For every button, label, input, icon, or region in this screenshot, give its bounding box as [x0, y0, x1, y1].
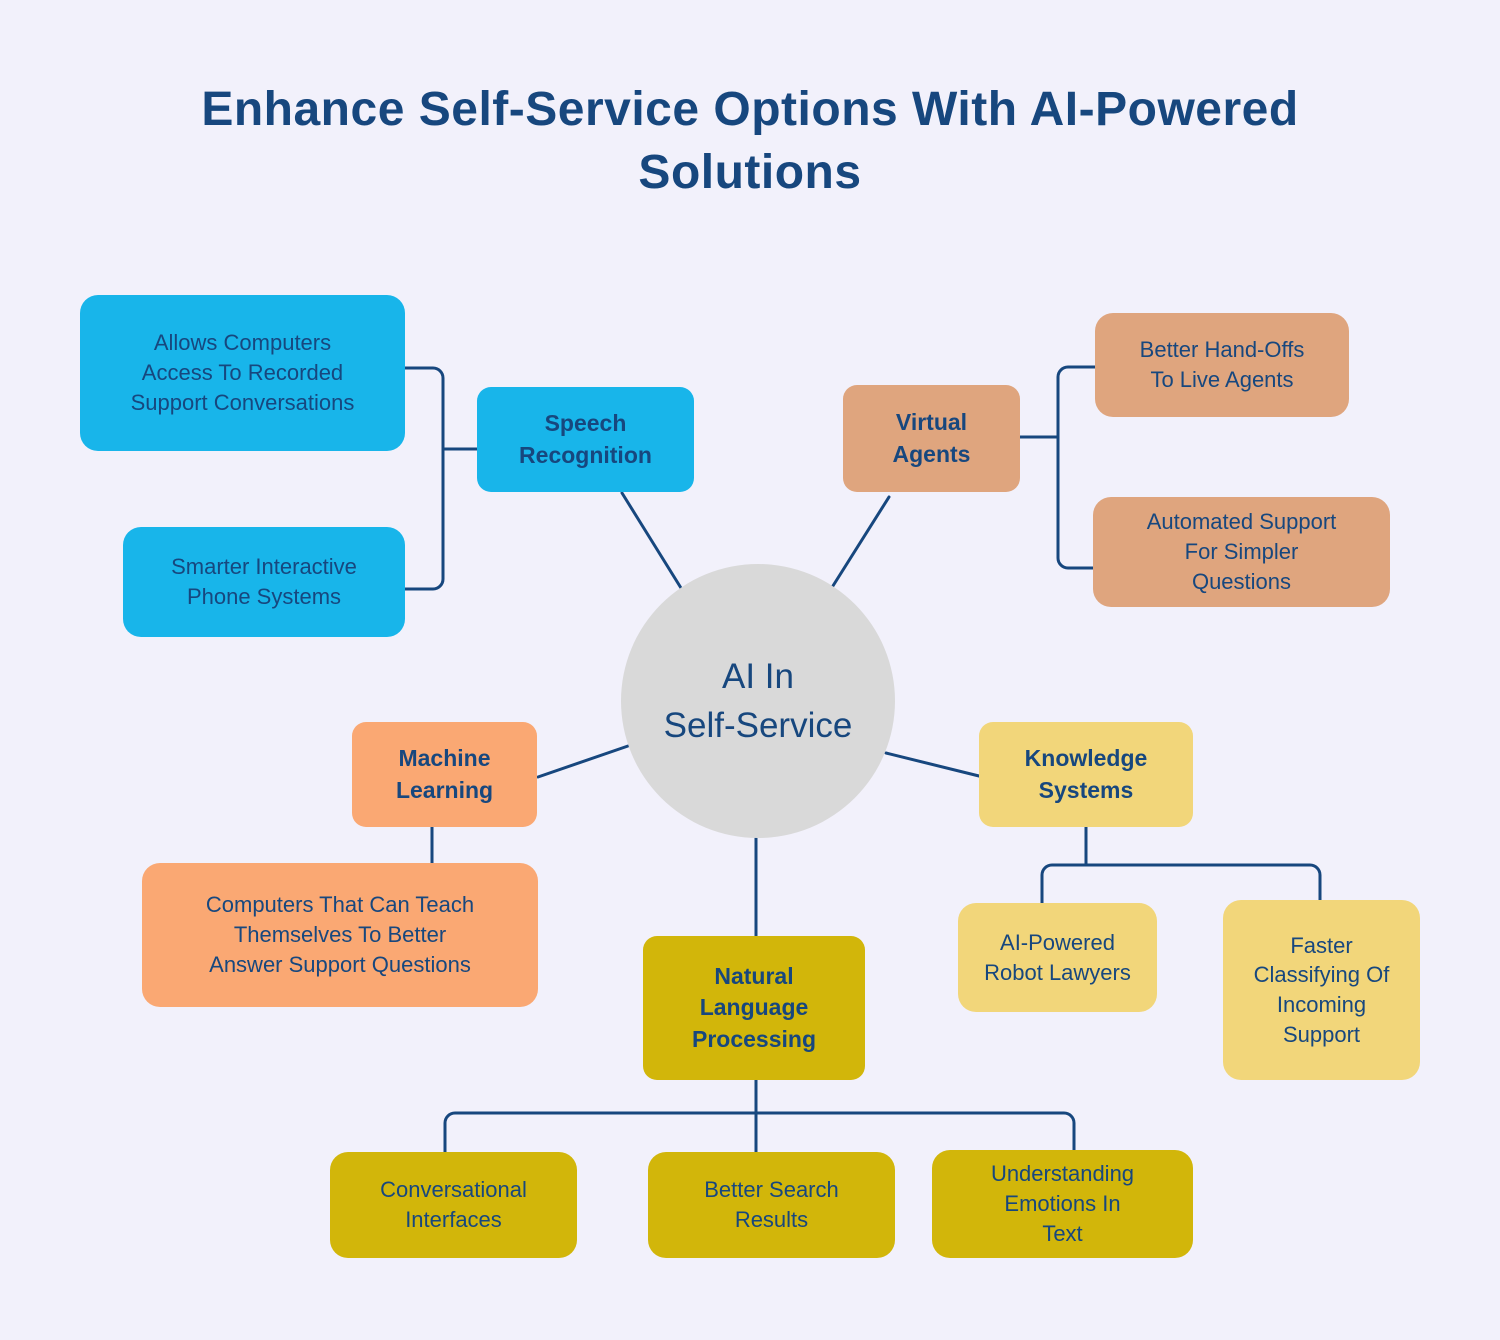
child-live-agent-handoffs: Better Hand-Offs To Live Agents — [1095, 313, 1349, 417]
connector-knowledge-radial — [884, 751, 981, 778]
connector-speech-radial — [620, 491, 683, 590]
child-self-teaching-computers: Computers That Can Teach Themselves To B… — [142, 863, 538, 1007]
connector-nlp-bracket — [443, 1111, 1076, 1154]
page-title: Enhance Self-Service Options With AI-Pow… — [201, 83, 1299, 200]
connector-speech-bracket — [403, 366, 445, 591]
child-robot-lawyers: AI-Powered Robot Lawyers — [958, 903, 1157, 1012]
child-faster-classifying: Faster Classifying Of Incoming Support — [1223, 900, 1420, 1080]
connector-virtual-bracket — [1056, 365, 1097, 570]
connector-virtual-radial — [829, 495, 891, 591]
connector-knowledge-bracket — [1040, 863, 1322, 906]
connector-machine-radial — [536, 744, 630, 779]
branch-natural-language-processing: Natural Language Processing — [643, 936, 865, 1080]
branch-machine-learning: Machine Learning — [352, 722, 537, 827]
branch-virtual-agents: Virtual Agents — [843, 385, 1020, 492]
child-conversational-interfaces: Conversational Interfaces — [330, 1152, 577, 1258]
child-phone-systems: Smarter Interactive Phone Systems — [123, 527, 405, 637]
central-topic: AI In Self-Service — [621, 564, 895, 838]
branch-knowledge-systems: Knowledge Systems — [979, 722, 1193, 827]
child-emotions-in-text: Understanding Emotions In Text — [932, 1150, 1193, 1258]
child-automated-support: Automated Support For Simpler Questions — [1093, 497, 1390, 607]
branch-speech-recognition: Speech Recognition — [477, 387, 694, 492]
child-recorded-conversations: Allows Computers Access To Recorded Supp… — [80, 295, 405, 451]
child-better-search: Better Search Results — [648, 1152, 895, 1258]
